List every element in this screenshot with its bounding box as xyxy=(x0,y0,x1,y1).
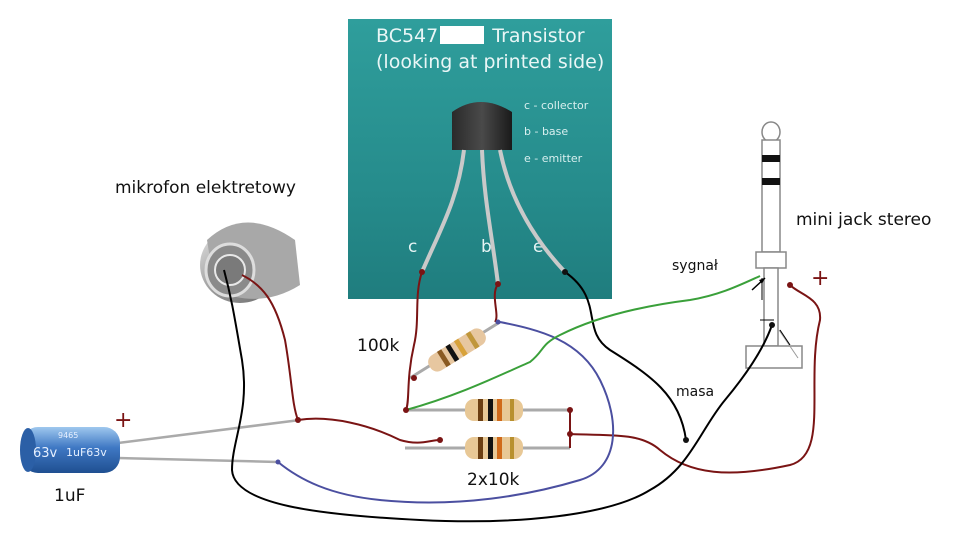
capacitor-1uf: 63v 1uF63v 9465 xyxy=(20,418,301,473)
resistor-100k xyxy=(409,320,501,380)
label-resistors-2x10k: 2x10k xyxy=(467,470,520,490)
label-mini-jack: mini jack stereo xyxy=(796,210,932,230)
capacitor-rating-right: 1uF63v xyxy=(66,446,107,459)
mini-jack-plug xyxy=(745,121,803,369)
photo-title-line1: BC547 Transistor xyxy=(376,25,585,47)
electret-microphone xyxy=(200,222,300,303)
capacitor-code: 9465 xyxy=(58,431,78,440)
label-capacitor-1uf: 1uF xyxy=(54,486,86,506)
green-wire xyxy=(405,275,761,411)
pin-desc-collector: c - collector xyxy=(524,99,589,112)
pin-desc-emitter: e - emitter xyxy=(524,152,583,165)
photo-title-line2: (looking at printed side) xyxy=(376,51,605,73)
junction-points xyxy=(275,269,793,465)
transistor-body xyxy=(420,102,567,285)
capacitor-rating-left: 63v xyxy=(33,446,58,461)
label-signal: sygnał xyxy=(672,258,718,274)
label-resistor-100k: 100k xyxy=(357,336,400,356)
blue-wire xyxy=(277,321,615,504)
leg-label-c: c xyxy=(408,237,418,257)
label-jack-plus: + xyxy=(811,266,830,291)
red-wires xyxy=(241,271,822,474)
black-wires xyxy=(223,269,773,523)
jack-pointers xyxy=(751,277,791,346)
resistors-2x10k xyxy=(405,399,570,459)
pin-desc-base: b - base xyxy=(524,125,569,138)
label-capacitor-plus: + xyxy=(114,408,133,433)
transistor-photo: BC547 Transistor (looking at printed sid… xyxy=(348,19,612,299)
leg-label-b: b xyxy=(481,237,492,257)
redaction-box xyxy=(440,26,485,44)
label-ground: masa xyxy=(676,384,715,400)
leg-label-e: e xyxy=(533,237,544,257)
label-microphone: mikrofon elektretowy xyxy=(115,178,296,198)
